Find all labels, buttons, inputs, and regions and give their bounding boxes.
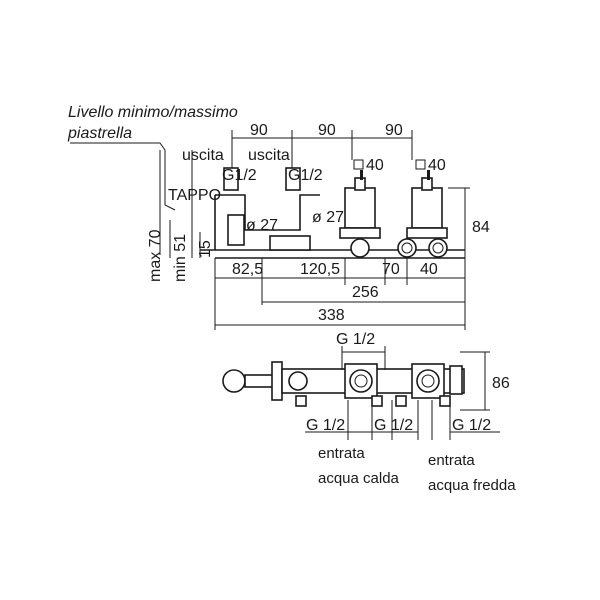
label-diameter-27-2: ø 27 bbox=[312, 209, 344, 226]
label-square-40-2: 40 bbox=[428, 157, 446, 174]
dim-min-51: min 51 bbox=[172, 234, 189, 282]
cartridge-2 bbox=[411, 187, 443, 229]
label-inlet-hot-2: acqua calda bbox=[318, 470, 400, 487]
side-view bbox=[70, 130, 470, 330]
outlet-circle-plan bbox=[288, 371, 308, 391]
label-inlet-hot-1: entrata bbox=[318, 445, 365, 462]
stub-2 bbox=[371, 395, 383, 407]
dim-86: 86 bbox=[492, 375, 510, 392]
inlet-circle-1 bbox=[350, 238, 370, 258]
cartridge-1-nut bbox=[339, 227, 381, 239]
cartridge-2-pin bbox=[427, 170, 430, 180]
body-top-outline bbox=[215, 194, 320, 231]
flange-left bbox=[271, 361, 283, 401]
label-diameter-27-1: ø 27 bbox=[246, 217, 278, 234]
label-cap: TAPPO bbox=[168, 187, 221, 204]
label-g12-inlet-1: G 1/2 bbox=[306, 417, 345, 434]
square-symbol-1 bbox=[353, 159, 364, 170]
inlet-circle-3-inner bbox=[432, 242, 444, 254]
label-g12-inlet-3: G 1/2 bbox=[452, 417, 491, 434]
stub-3 bbox=[395, 395, 407, 407]
dim-90-3: 90 bbox=[385, 122, 403, 139]
label-g12-inlet-2: G 1/2 bbox=[374, 417, 413, 434]
tile-level-leader bbox=[70, 142, 176, 211]
dim-82-5: 82,5 bbox=[232, 261, 263, 278]
dim-120-5: 120,5 bbox=[300, 261, 340, 278]
label-tile: piastrella bbox=[67, 125, 132, 142]
valve-2-outer bbox=[416, 369, 440, 393]
outlet-tube-2 bbox=[285, 167, 301, 191]
label-g12-top: G 1/2 bbox=[336, 331, 375, 348]
handle-stem bbox=[244, 374, 274, 388]
outlet-tube-1 bbox=[223, 167, 239, 191]
handle-knob bbox=[222, 369, 246, 393]
connector-block bbox=[269, 235, 311, 251]
dim-84: 84 bbox=[472, 219, 490, 236]
dim-15: 15 bbox=[197, 240, 214, 258]
cartridge-1-pin bbox=[360, 170, 363, 180]
label-inlet-cold-1: entrata bbox=[428, 452, 475, 469]
dim-70: 70 bbox=[382, 261, 400, 278]
inlet-circle-2-inner bbox=[401, 242, 413, 254]
dim-90-1: 90 bbox=[250, 122, 268, 139]
label-outlet-2: uscita bbox=[248, 147, 290, 164]
dim-256: 256 bbox=[352, 284, 379, 301]
valve-1-outer bbox=[349, 369, 373, 393]
label-square-40-1: 40 bbox=[366, 157, 384, 174]
flange-right bbox=[449, 365, 463, 395]
label-g12-outlet-1: G1/2 bbox=[222, 167, 257, 184]
inlet-circle-3 bbox=[428, 238, 448, 258]
valve-2-inner bbox=[421, 374, 435, 388]
label-outlet-1: uscita bbox=[182, 147, 224, 164]
dim-40: 40 bbox=[420, 261, 438, 278]
label-inlet-cold-2: acqua fredda bbox=[428, 477, 516, 494]
dim-max-70: max 70 bbox=[147, 229, 164, 282]
label-tile-level: Livello minimo/massimo bbox=[68, 104, 238, 121]
cartridge-1 bbox=[344, 187, 376, 229]
cap-plug bbox=[227, 214, 245, 246]
cartridge-2-nut bbox=[406, 227, 448, 239]
dim-338: 338 bbox=[318, 307, 345, 324]
valve-1-inner bbox=[354, 374, 368, 388]
label-g12-outlet-2: G1/2 bbox=[288, 167, 323, 184]
square-symbol-2 bbox=[415, 159, 426, 170]
inlet-circle-2 bbox=[397, 238, 417, 258]
plan-view bbox=[222, 346, 500, 440]
dim-90-2: 90 bbox=[318, 122, 336, 139]
stub-1 bbox=[295, 395, 307, 407]
stub-4 bbox=[439, 395, 451, 407]
